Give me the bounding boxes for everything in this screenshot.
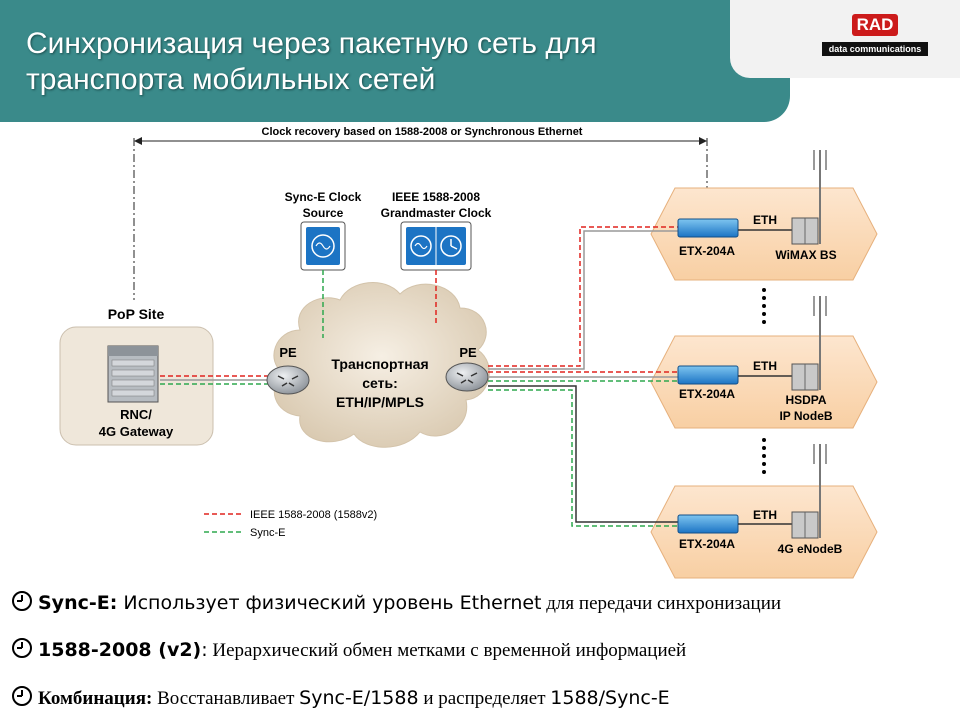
legend-label-synce: Sync-E <box>250 527 285 539</box>
site-2-equipment: ETX-204A ETH HSDPA IP NodeB <box>677 296 833 423</box>
page-title-line-1: Синхронизация через пакетную сеть для <box>26 27 597 60</box>
clock-icon <box>12 686 32 706</box>
page-title-line-2: транспорта мобильных сетей <box>26 63 436 96</box>
site-3-equipment: ETX-204A ETH 4G eNodeB <box>677 444 843 556</box>
etx-device-icon <box>677 365 739 385</box>
rnc-label-line-2: 4G Gateway <box>99 424 174 439</box>
rnc-label-line-1: RNC/ <box>120 407 152 422</box>
legend-label-ptp: IEEE 1588-2008 (1588v2) <box>250 509 377 521</box>
base-station-icon <box>791 296 827 391</box>
cloud-label-line-3: ETH/IP/MPLS <box>336 394 424 410</box>
clock-recovery-label: Clock recovery based on 1588-2008 or Syn… <box>262 126 583 138</box>
transport-cloud: Транспортная сеть: ETH/IP/MPLS <box>273 282 490 448</box>
bullet-synce: Sync-E: Использует физический уровень Et… <box>12 591 781 615</box>
bullet-combination: Комбинация: Восстанавливает Sync-E/1588 … <box>12 686 670 710</box>
bullet-synce-key: Sync-E: <box>38 592 118 614</box>
logo-tagline: data communications <box>822 42 928 56</box>
title-banner <box>0 0 790 122</box>
pe-label-right: PE <box>459 345 477 360</box>
logo-panel <box>730 0 960 78</box>
clock-recovery-span: Clock recovery based on 1588-2008 or Syn… <box>133 126 708 300</box>
more-sites-dots <box>762 288 766 474</box>
site-1-equipment: ETX-204A ETH WiMAX BS <box>677 150 837 262</box>
site-3-station-label: 4G eNodeB <box>778 542 843 556</box>
pop-to-pe-links <box>160 375 270 385</box>
pe-label-left: PE <box>279 345 297 360</box>
company-logo: RAD data communications <box>822 14 928 60</box>
clock-icon <box>12 638 32 658</box>
bullet-synce-mid: Ethernet <box>459 592 542 614</box>
synce-source-label-line-1: Sync-E Clock <box>285 190 362 204</box>
site-2-device-label: ETX-204A <box>679 387 735 401</box>
grandmaster-label-line-2: Grandmaster Clock <box>381 206 492 220</box>
base-station-icon <box>791 150 827 245</box>
site-3-device-label: ETX-204A <box>679 537 735 551</box>
pop-site-label: PoP Site <box>108 306 165 322</box>
bullet-combination-end: 1588/Sync-E <box>550 687 670 709</box>
bullet-1588-text: Иерархический обмен метками с временной … <box>207 640 687 661</box>
pop-site: PoP Site RNC/ 4G Gateway <box>59 306 214 446</box>
site-1-device-label: ETX-204A <box>679 244 735 258</box>
site-1-link-label: ETH <box>753 213 777 227</box>
bullet-1588-key: 1588-2008 (v2) <box>38 639 202 661</box>
page-title: Синхронизация через пакетную сеть для тр… <box>26 26 726 98</box>
logo-brand: RAD <box>852 14 898 36</box>
pe-router-right: PE <box>445 345 489 392</box>
site-1-station-label: WiMAX BS <box>775 248 836 262</box>
etx-device-icon <box>677 218 739 238</box>
synce-clock-source: Sync-E Clock Source <box>285 190 362 271</box>
bullet-combination-text: Восстанавливает <box>152 688 300 709</box>
bullet-combination-key: Комбинация: <box>38 688 153 709</box>
clock-icon <box>12 591 32 611</box>
etx-device-icon <box>677 514 739 534</box>
grandmaster-clock: IEEE 1588-2008 Grandmaster Clock <box>381 190 492 271</box>
site-3-link-label: ETH <box>753 508 777 522</box>
bullet-combination-tail: и распределяет <box>418 688 551 709</box>
bullet-synce-tail: для передачи синхронизации <box>541 593 782 614</box>
bullet-synce-text: Использует физический уровень <box>117 592 460 614</box>
rnc-server-icon <box>107 345 159 403</box>
cloud-label-line-2: сеть: <box>362 375 398 391</box>
cloud-label-line-1: Транспортная <box>331 356 428 372</box>
site-2-station-label-line-1: HSDPA <box>785 393 826 407</box>
synce-source-label-line-2: Source <box>303 206 344 220</box>
base-station-icon <box>791 444 827 539</box>
legend: IEEE 1588-2008 (1588v2) Sync-E <box>204 509 377 539</box>
pe-to-site-links <box>488 226 678 527</box>
bullet-1588: 1588-2008 (v2): Иерархический обмен метк… <box>12 638 686 662</box>
site-2-link-label: ETH <box>753 359 777 373</box>
bullet-1588-sep: : <box>201 639 208 661</box>
grandmaster-label-line-1: IEEE 1588-2008 <box>392 190 480 204</box>
bullet-combination-mid: Sync-E/1588 <box>299 687 419 709</box>
site-2-station-label-line-2: IP NodeB <box>779 409 832 423</box>
pe-router-left: PE <box>266 345 310 395</box>
